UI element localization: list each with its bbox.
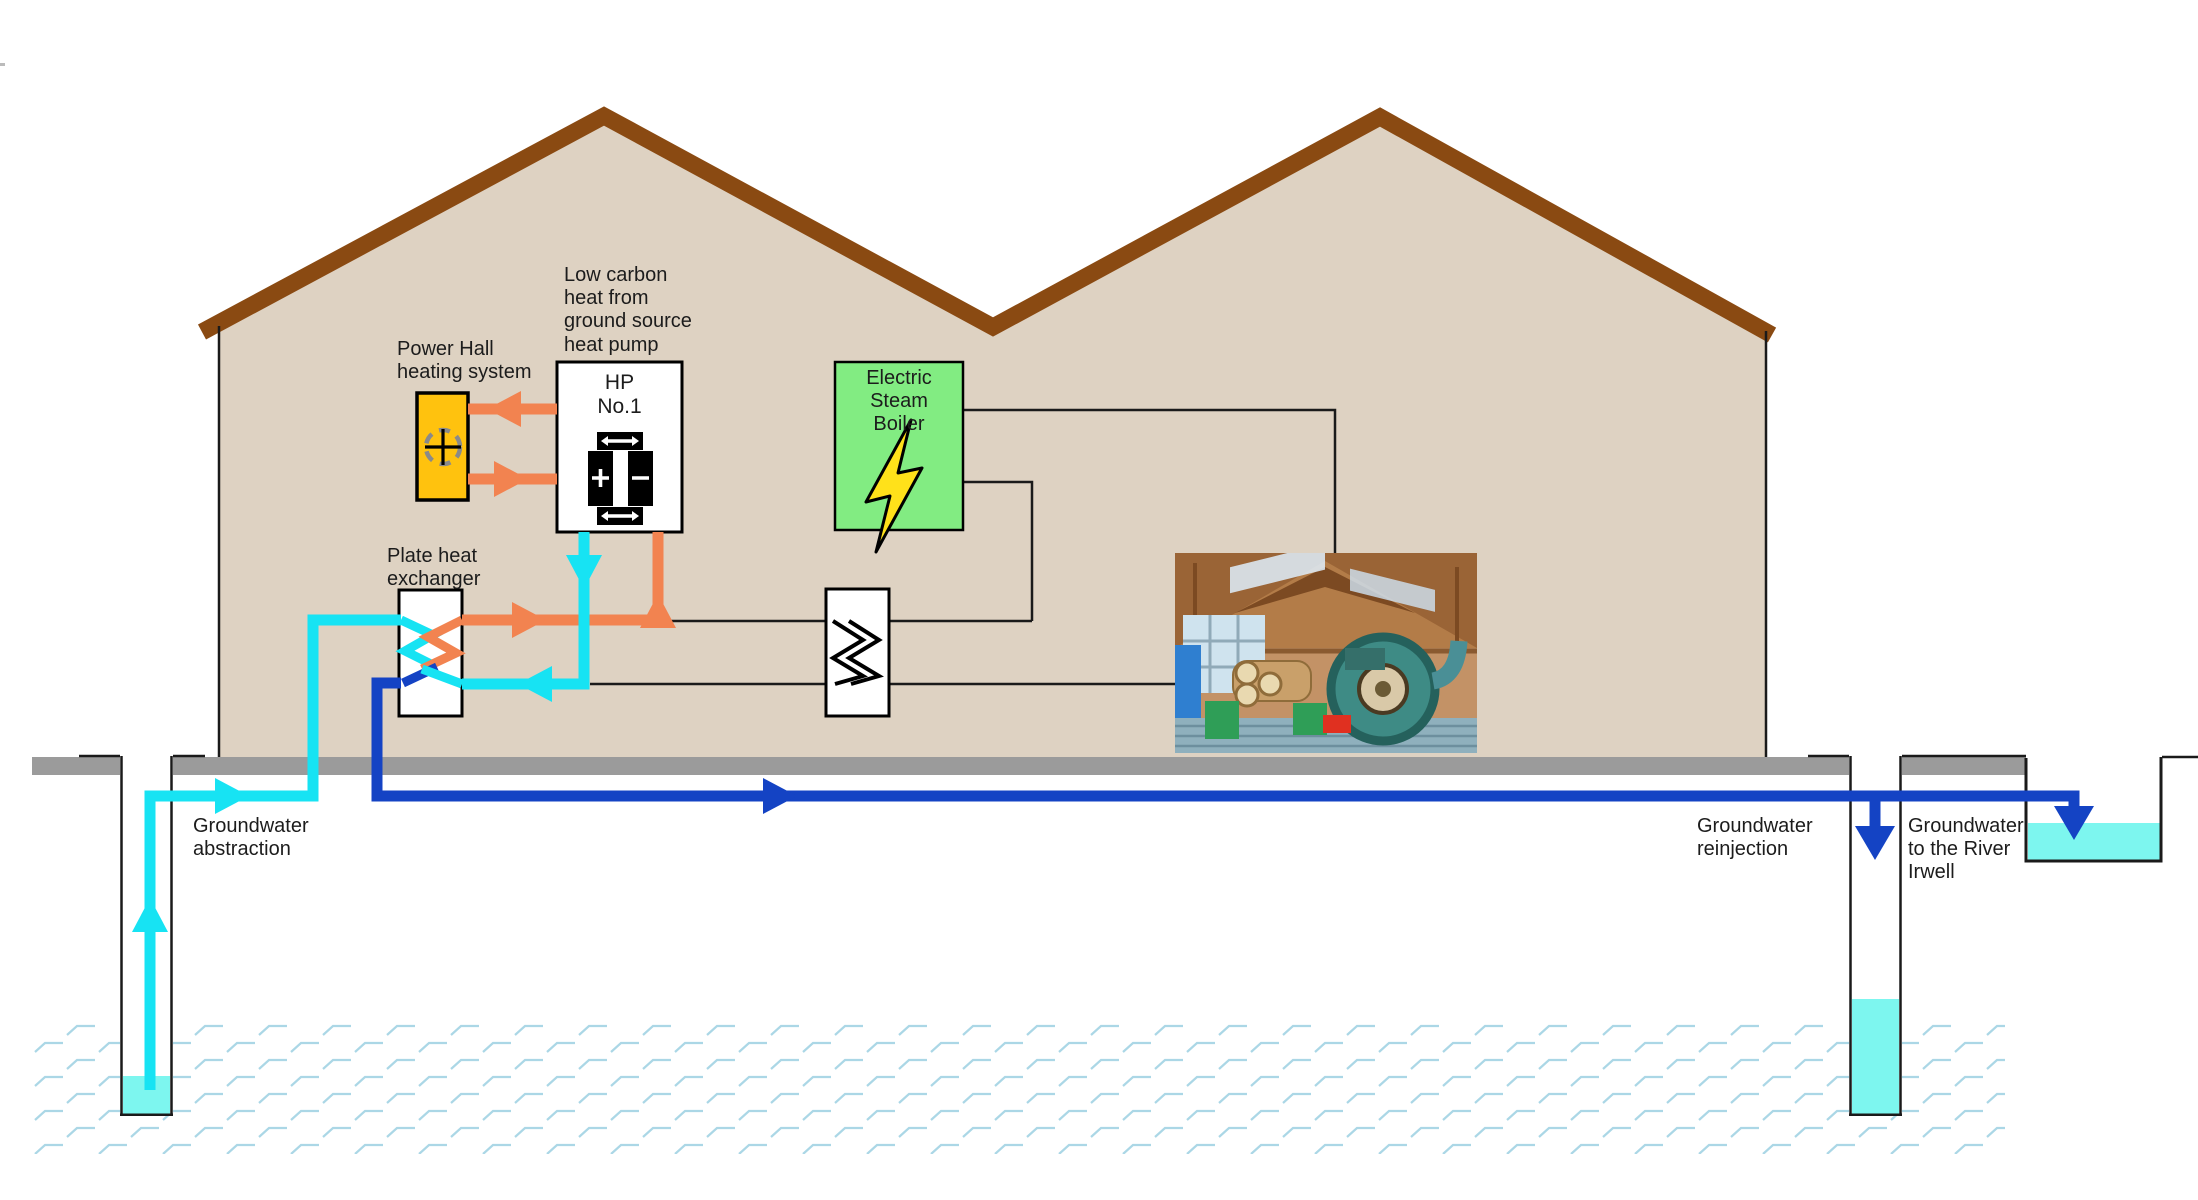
power-hall-label: Power Hall heating system: [397, 338, 532, 384]
edge-artifact: [0, 63, 5, 66]
river-water: [2028, 823, 2160, 860]
power-hall-heating-box: [415, 391, 470, 502]
flow-arrow-right: [512, 602, 546, 638]
ground-surface: [32, 754, 2198, 775]
flow-arrow-left: [487, 391, 521, 427]
heat-pump-symbol-icon: [588, 432, 653, 525]
low-carbon-label: Low carbon heat from ground source heat …: [564, 264, 692, 356]
heat-exchanger-zigzag-icon: [829, 619, 884, 686]
plate-hx-zigzag-icon: [395, 615, 466, 689]
dark-blue-reinjection-pipes: [371, 677, 2094, 860]
aquifer-pattern: [32, 1024, 2005, 1154]
flow-arrow-right: [494, 461, 528, 497]
heat-pump-label: HP No.1: [597, 371, 642, 419]
flow-arrow-down: [1855, 826, 1895, 860]
flow-arrow-right: [763, 778, 797, 814]
groundwater-abstraction-label: Groundwater abstraction: [193, 815, 309, 861]
plate-hx-label: Plate heat exchanger: [387, 545, 481, 591]
flow-arrow-up: [640, 594, 676, 628]
flow-arrow-down: [566, 555, 602, 589]
groundwater-river-label: Groundwater to the River Irwell: [1908, 815, 2024, 884]
lightning-bolt-icon: [864, 418, 924, 554]
pump-circle-icon: [423, 427, 463, 467]
groundwater-reinjection-label: Groundwater reinjection: [1697, 815, 1813, 861]
power-hall-photo: [1175, 553, 1477, 753]
river-irwell-basin: [2024, 757, 2163, 863]
flow-arrow-left: [518, 666, 552, 702]
boiler-to-hx2-line: [963, 480, 1034, 621]
orange-heating-pipes: [462, 391, 676, 638]
electric-steam-boiler: [833, 360, 965, 554]
flow-arrow-right: [215, 778, 249, 814]
building-roof: [197, 106, 1777, 343]
boiler-label: Electric Steam Boiler: [866, 367, 932, 436]
heat-pump-unit: [555, 360, 684, 534]
flow-arrow-down: [2054, 806, 2094, 840]
boiler-to-photo-line: [963, 408, 1337, 553]
cyan-groundwater-pipes: [132, 532, 602, 1090]
steam-heat-exchanger: [824, 587, 891, 718]
flow-arrow-up: [132, 898, 168, 932]
well-water: [1852, 999, 1899, 1114]
